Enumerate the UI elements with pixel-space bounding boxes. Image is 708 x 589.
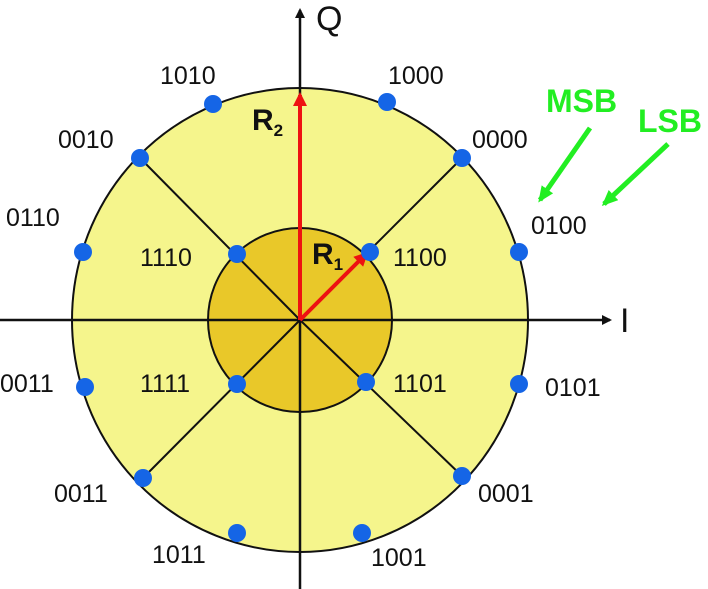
lsb-label: LSB xyxy=(638,103,702,139)
diagonal-line-sw xyxy=(142,319,301,479)
constellation-points xyxy=(74,93,528,542)
vector-r2-label: R2 xyxy=(252,104,283,140)
vector-r2-main: R xyxy=(252,104,274,137)
diagonal-line-se xyxy=(299,319,463,477)
label-0011-left: 0011 xyxy=(0,370,54,398)
point-1110 xyxy=(228,245,246,263)
point-0110 xyxy=(74,243,92,261)
point-0001 xyxy=(453,467,471,485)
label-1100: 1100 xyxy=(393,244,447,272)
label-1111: 1111 xyxy=(140,370,190,398)
point-1001 xyxy=(353,524,371,542)
vector-r1 xyxy=(298,251,369,322)
msb-arrow xyxy=(537,126,593,203)
i-axis-label: I xyxy=(620,302,629,340)
label-0000: 0000 xyxy=(472,126,528,154)
label-1011: 1011 xyxy=(152,541,206,569)
label-0011-lower: 0011 xyxy=(54,480,108,508)
vector-r2-sub: 2 xyxy=(274,121,283,140)
point-0010 xyxy=(131,149,149,167)
point-0000 xyxy=(453,149,471,167)
vector-r1-label: R1 xyxy=(312,238,343,274)
label-1000: 1000 xyxy=(388,62,444,90)
label-1101: 1101 xyxy=(393,370,447,398)
point-1010 xyxy=(204,95,222,113)
vector-r1-main: R xyxy=(312,238,334,271)
label-0110: 0110 xyxy=(6,204,60,232)
point-0100 xyxy=(510,243,528,261)
label-0001: 0001 xyxy=(478,480,534,508)
point-1111 xyxy=(228,375,246,393)
label-0100: 0100 xyxy=(531,212,587,240)
diagonal-line-nw xyxy=(139,157,301,321)
label-1001: 1001 xyxy=(371,544,427,572)
point-1011 xyxy=(228,524,246,542)
point-0101 xyxy=(510,375,528,393)
vector-r1-sub: 1 xyxy=(334,255,343,274)
point-0011-lower xyxy=(134,469,152,487)
label-1010: 1010 xyxy=(160,62,216,90)
q-axis-label: Q xyxy=(316,0,342,38)
label-0101: 0101 xyxy=(545,374,601,402)
point-1100 xyxy=(361,243,379,261)
label-1110: 1110 xyxy=(140,244,192,272)
msb-label: MSB xyxy=(546,83,617,119)
lsb-arrow xyxy=(601,142,670,207)
point-1000 xyxy=(378,93,396,111)
label-0010: 0010 xyxy=(58,126,114,154)
point-0011-left xyxy=(76,378,94,396)
point-1101 xyxy=(357,373,375,391)
